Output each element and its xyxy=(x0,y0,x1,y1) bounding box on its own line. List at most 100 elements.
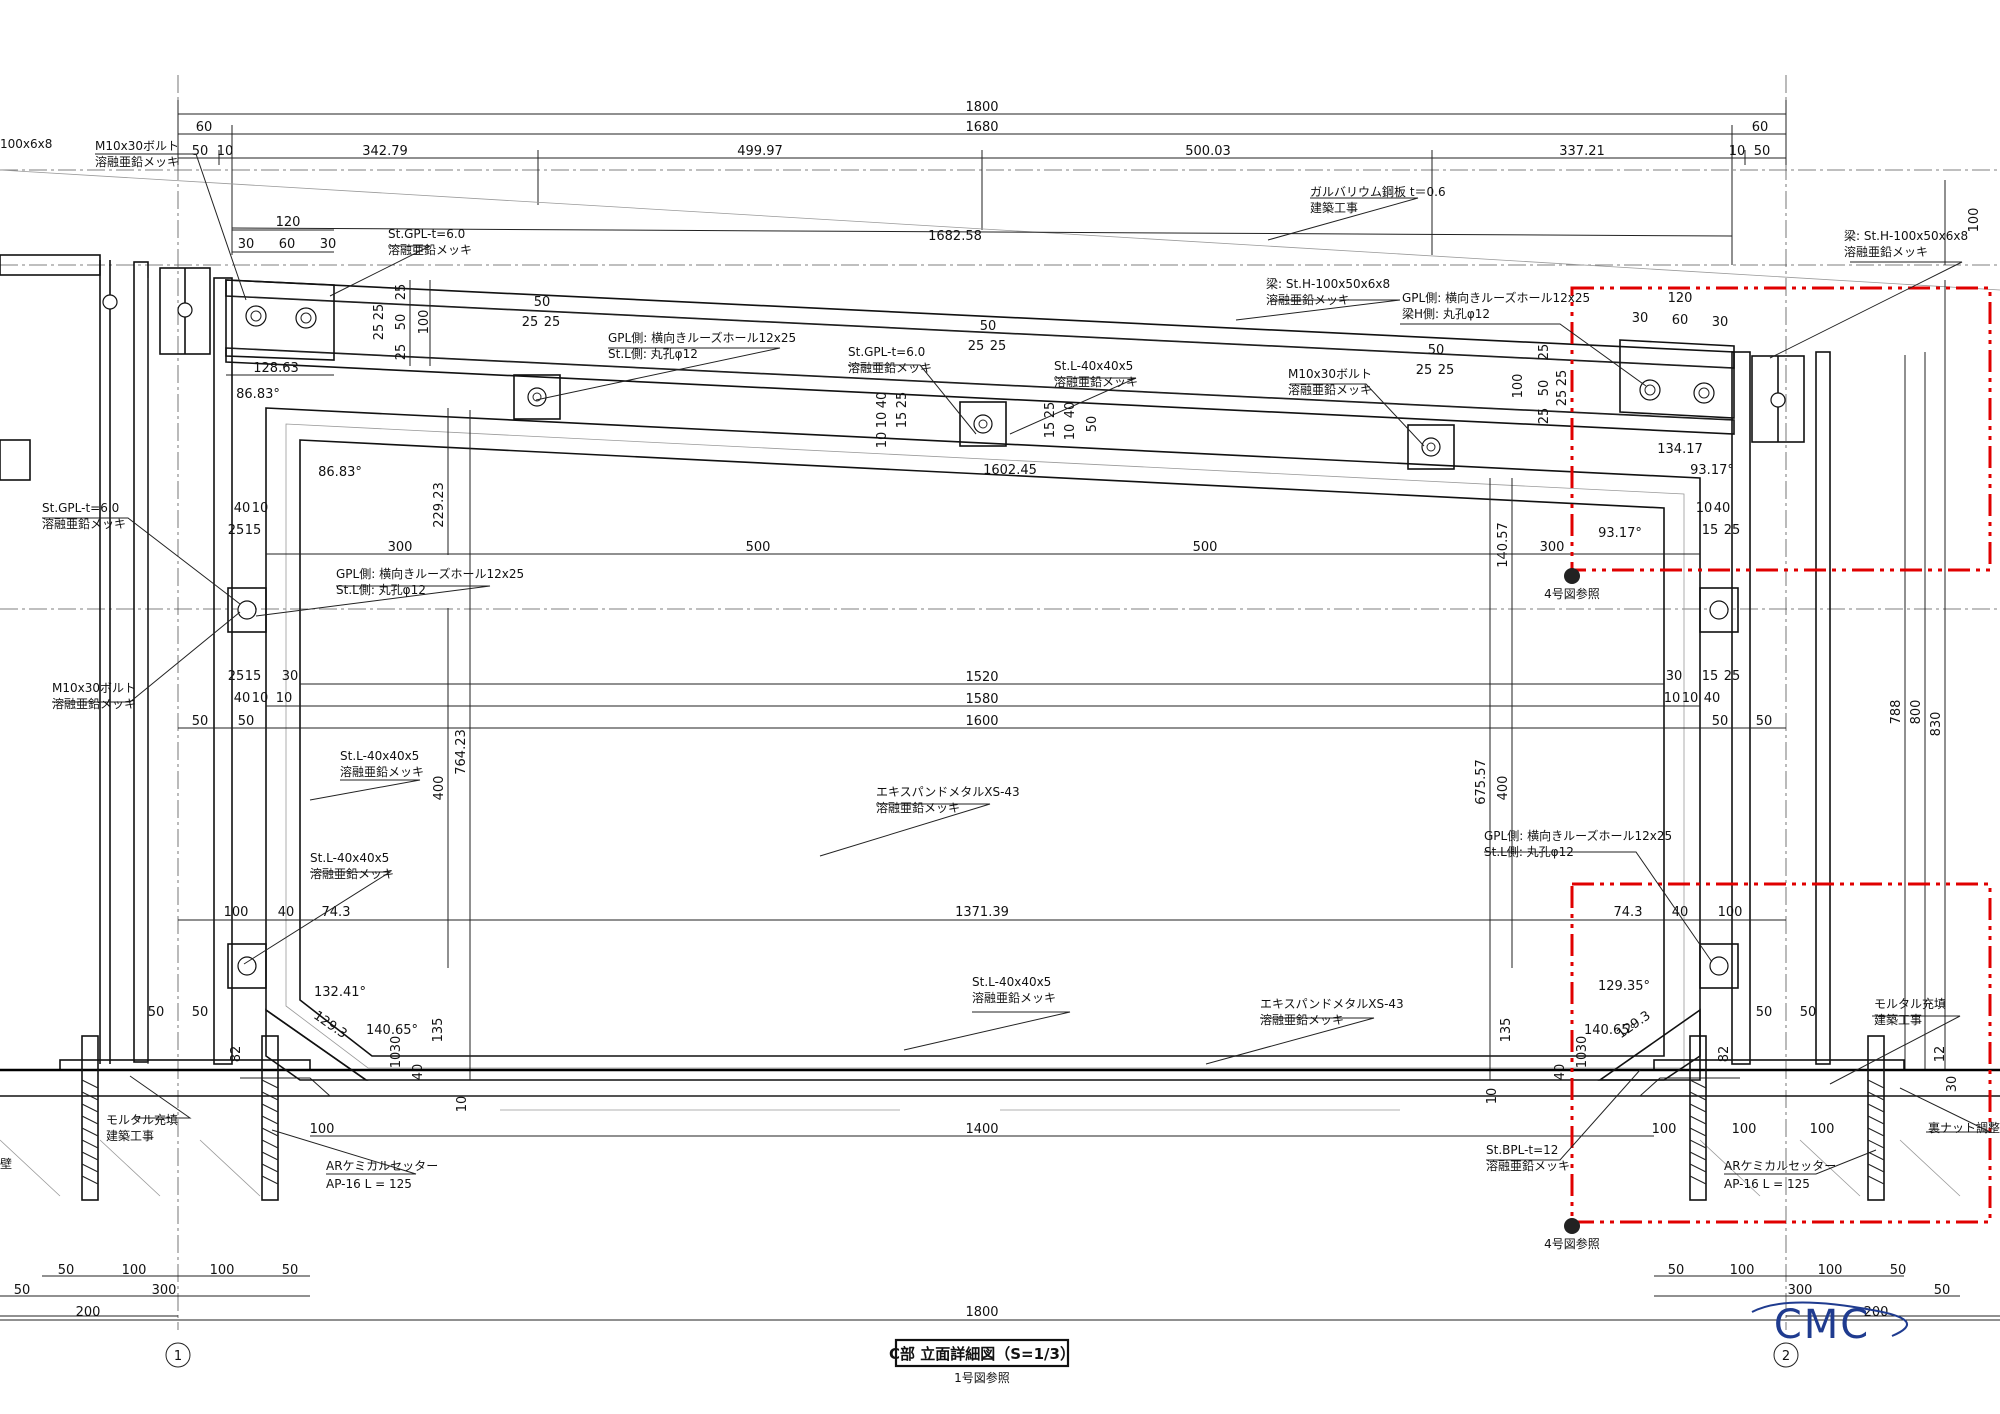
dim-frame-h-right: 140.57 xyxy=(1496,522,1511,568)
dim-base100-d: 100 xyxy=(1810,1122,1835,1137)
note-gpl-left-sub: 溶融亜鉛メッキ xyxy=(42,516,126,531)
dim-left-v-1: 25 xyxy=(394,284,409,301)
left-h-section xyxy=(159,267,211,355)
dim-ls-5: 25 xyxy=(228,669,245,684)
detail-ref-top: 4号図参照 xyxy=(1544,586,1600,601)
dim-clip2-v-5: 25 xyxy=(895,392,910,409)
dim-sv-5: 30 xyxy=(1575,1036,1590,1053)
detail-box-bottom xyxy=(1570,882,1992,1224)
frame-bottom-chamfers xyxy=(265,1008,1701,1081)
dim-fl-d: 50 xyxy=(282,1263,299,1278)
dim-fl-c: 100 xyxy=(210,1263,235,1278)
dim-fr-d: 50 xyxy=(1890,1263,1907,1278)
note-stl-left1-sub: 溶融亜鉛メッキ xyxy=(340,764,424,779)
note-beam-mid: 梁: St.H-100x50x6x8 xyxy=(1266,276,1390,291)
dim-rs-3: 15 xyxy=(1702,523,1719,538)
dim-bl-40: 40 xyxy=(278,905,295,920)
dim-ls-1: 40 xyxy=(234,501,251,516)
detail-ref-marker-bottom xyxy=(1564,1218,1580,1234)
dim-clip2-vr-5: 50 xyxy=(1085,416,1100,433)
note-mesh2: エキスパンドメタルXS-43 xyxy=(1260,997,1404,1011)
dim-angle-14065b: 140.65° xyxy=(1584,1023,1636,1038)
dim-rs-2: 40 xyxy=(1714,501,1731,516)
dim-rs-5: 30 xyxy=(1666,669,1683,684)
dim-left-v-4: 50 xyxy=(394,314,409,331)
note-gpl-left: St.GPL-t=6.0 xyxy=(42,501,119,515)
note-anchor-left-sub: AP-16 L = 125 xyxy=(326,1177,412,1191)
dim-br-40: 40 xyxy=(1672,905,1689,920)
dim-rs-10: 40 xyxy=(1704,691,1721,706)
dim-fr-c: 100 xyxy=(1818,1263,1843,1278)
side-clip-left-top xyxy=(227,587,267,633)
dim-angle-12935: 129.35° xyxy=(1598,979,1650,994)
dim-angle-14065a: 140.65° xyxy=(366,1023,418,1038)
dim-clip2-25a: 25 xyxy=(968,339,985,354)
dim-clip1-25b: 25 xyxy=(544,315,561,330)
dim-top3-a: 50 xyxy=(192,144,209,159)
note-stl-left2: St.L-40x40x5 xyxy=(310,851,389,865)
note-gpl-top: St.GPL-t=6.0 xyxy=(388,227,465,241)
dim-right-angle: 93.17° xyxy=(1690,463,1734,478)
side-clip-right-top xyxy=(1699,587,1739,633)
dim-right-plate-60: 60 xyxy=(1672,313,1689,328)
dim-top3-e: 500.03 xyxy=(1185,144,1231,159)
dim-clip1-50: 50 xyxy=(534,295,551,310)
dim-top3-h: 50 xyxy=(1754,144,1771,159)
dim-base50-d: 50 xyxy=(1800,1005,1817,1020)
dim-1580: 1580 xyxy=(965,692,998,707)
dim-400-left: 400 xyxy=(432,776,447,801)
dim-fr-a: 50 xyxy=(1668,1263,1685,1278)
dim-300-right: 300 xyxy=(1540,540,1565,555)
dim-left-plate-30b: 30 xyxy=(320,237,337,252)
side-clip-left-bottom xyxy=(227,943,267,989)
dim-500-right: 500 xyxy=(1193,540,1218,555)
note-bolt-left-sub: 溶融亜鉛メッキ xyxy=(52,696,136,711)
dim-fl2-a: 50 xyxy=(14,1283,31,1298)
dim-base100-c: 100 xyxy=(1732,1122,1757,1137)
dim-right-v-5: 25 xyxy=(1537,408,1552,425)
dim-1520: 1520 xyxy=(965,670,998,685)
note-gpl-top-sub: 溶融亜鉛メッキ xyxy=(388,242,472,257)
dim-1600: 1600 xyxy=(965,714,998,729)
cmc-logo xyxy=(1751,1301,1908,1337)
dim-10a: 10 xyxy=(455,1096,470,1113)
dim-675: 675.57 xyxy=(1474,759,1489,805)
dim-fl2-b: 300 xyxy=(152,1283,177,1298)
dim-fl3: 200 xyxy=(76,1305,101,1320)
dim-bl-100: 100 xyxy=(224,905,249,920)
note-anchor-right: ARケミカルセッター xyxy=(1724,1159,1836,1173)
dim-left-plate-base: 128.63 xyxy=(253,361,299,376)
left-post xyxy=(133,261,233,1065)
note-gpl-hole1: GPL側: 横向きルーズホール12x25 xyxy=(608,330,796,345)
dim-fr2-a: 300 xyxy=(1788,1283,1813,1298)
dim-clip3-50: 50 xyxy=(1428,343,1445,358)
dim-left-plate-60: 60 xyxy=(279,237,296,252)
note-bolt-mid: M10x30ボルト xyxy=(1288,367,1372,381)
dim-82b: 82 xyxy=(1717,1046,1732,1063)
dim-clip3-25a: 25 xyxy=(1416,363,1433,378)
note-anchor-left: ARケミカルセッター xyxy=(326,1159,438,1173)
note-stl-left2-sub: 溶融亜鉛メッキ xyxy=(310,866,394,881)
grid-label-2: 2 xyxy=(1782,1349,1790,1364)
dim-row50-d: 50 xyxy=(1756,714,1773,729)
dim-clip3-25b: 25 xyxy=(1438,363,1455,378)
top-dimensions xyxy=(177,100,1787,265)
dim-right-h-788: 788 xyxy=(1889,700,1904,725)
dim-slope-length: 1682.58 xyxy=(928,229,982,244)
dim-angle-13241: 132.41° xyxy=(314,985,366,1000)
base-plates xyxy=(0,1059,2000,1197)
note-beam-right: 梁: St.H-100x50x6x8 xyxy=(1844,228,1968,243)
note-bpl-sub: 溶融亜鉛メッキ xyxy=(1486,1158,1570,1173)
note-stl-top-sub: 溶融亜鉛メッキ xyxy=(1054,374,1138,389)
note-bolt-top-sub: 溶融亜鉛メッキ xyxy=(95,154,179,169)
dim-left-v-3: 25 xyxy=(372,324,387,341)
dim-60-left: 60 xyxy=(196,120,213,135)
detail-box-top xyxy=(1570,286,1992,572)
dim-right-v-1: 25 xyxy=(1537,344,1552,361)
dim-500-left: 500 xyxy=(746,540,771,555)
note-gpl-hole1-sub: St.L側: 丸孔φ12 xyxy=(608,347,698,361)
dim-1800-bottom: 1800 xyxy=(965,1305,998,1320)
dim-rs-9: 10 xyxy=(1682,691,1699,706)
dim-rs-4: 25 xyxy=(1724,523,1741,538)
